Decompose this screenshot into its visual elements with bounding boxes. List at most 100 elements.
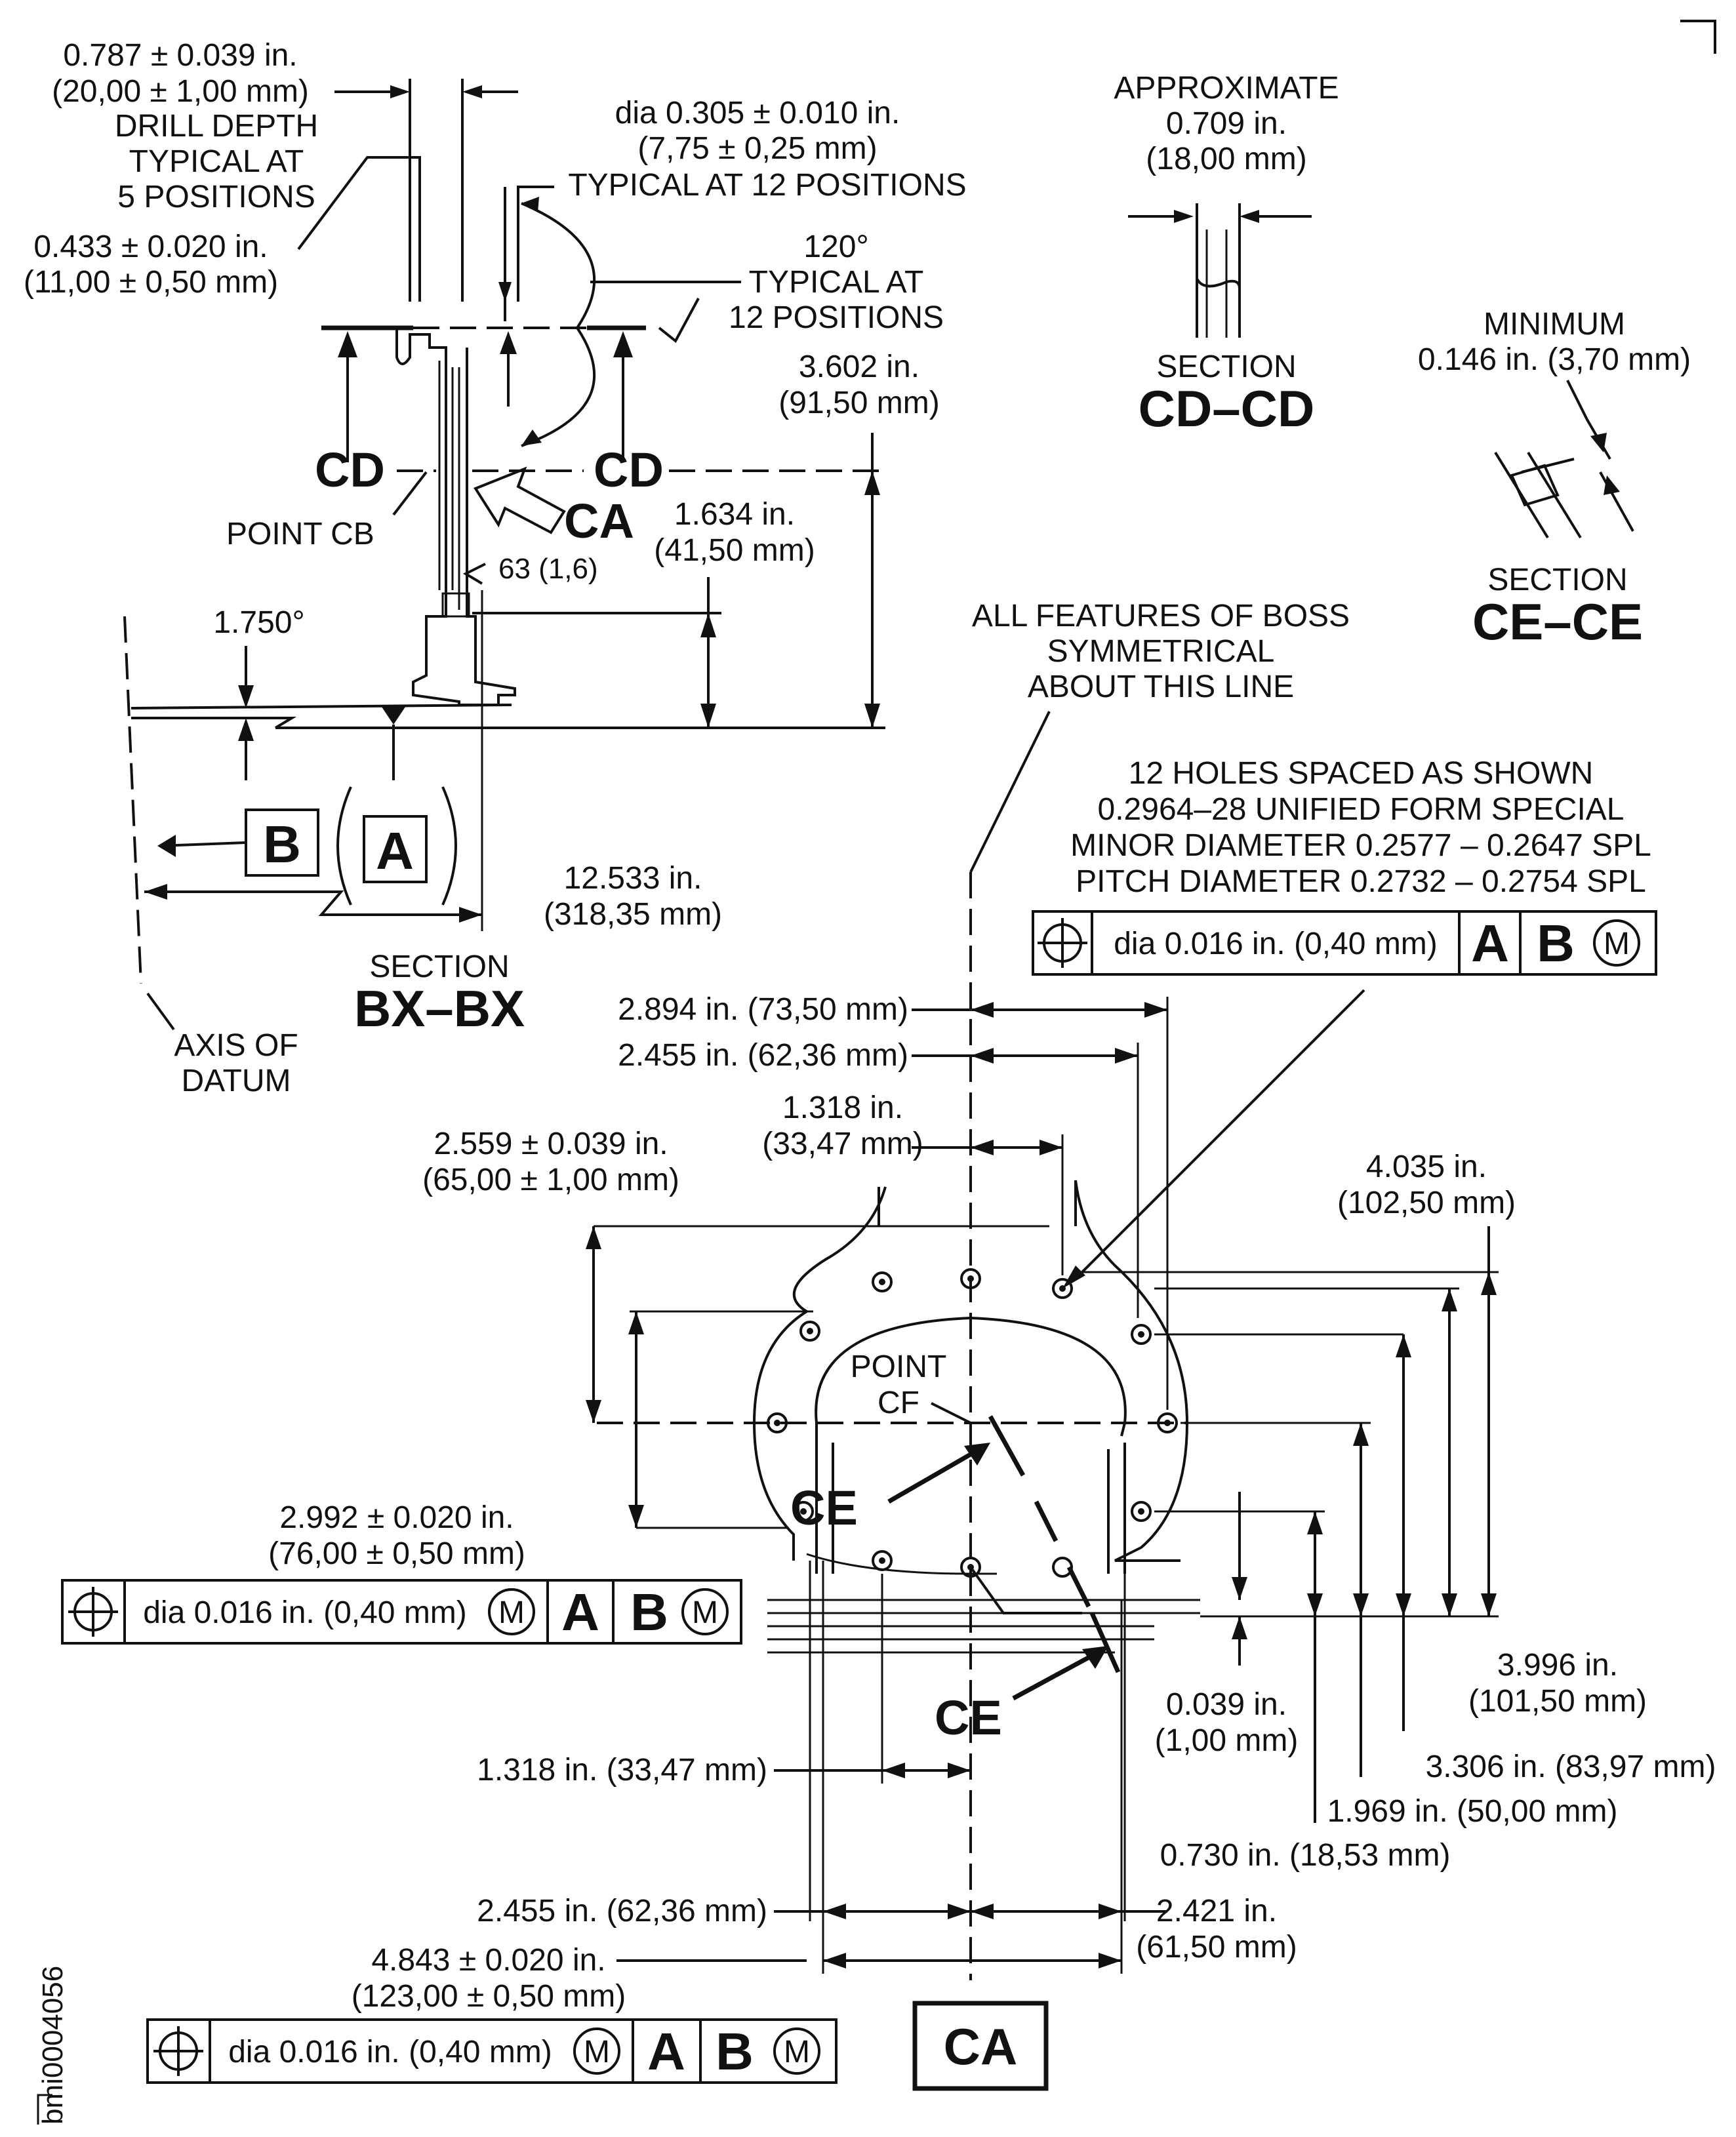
- arrowhead: [823, 1904, 846, 1919]
- ca-arrow-label: CA: [564, 494, 634, 548]
- ce-upper-label: CE: [790, 1481, 858, 1535]
- part-profile: [395, 328, 516, 706]
- modifier-circle: [1593, 919, 1640, 967]
- section-cd-line2: 0.709 in.: [1166, 106, 1287, 141]
- section-cd-hole: [1196, 277, 1241, 289]
- holes-note-line2: 0.2964–28 UNIFIED FORM SPECIAL: [1098, 792, 1625, 827]
- section-ce-line2: 0.146 in. (3,70 mm): [1418, 342, 1691, 377]
- dim-2559-line1: 2.559 ± 0.039 in.: [434, 1127, 668, 1161]
- point-cb-leader: [392, 471, 428, 516]
- paren-right: [441, 786, 457, 906]
- point-cf-line2: CF: [878, 1386, 919, 1420]
- arrowhead: [1040, 1140, 1062, 1155]
- fcf-top-dividers: [1091, 911, 1522, 974]
- arrowhead: [1307, 1511, 1323, 1534]
- arrowhead: [338, 331, 357, 357]
- view-ca: CE CE POINT CF 2.894 in. (73,50 mm) 2.45…: [61, 872, 1716, 2091]
- arrowhead: [628, 1311, 644, 1334]
- drill-depth-line2: (20,00 ± 1,00 mm): [52, 74, 309, 109]
- boss-ticks: [878, 1180, 1077, 1226]
- hole: [872, 1271, 893, 1292]
- dim-0039-line1: 0.039 in.: [1166, 1687, 1287, 1722]
- arrowhead: [1481, 1272, 1497, 1295]
- drill-depth-line4: TYPICAL AT: [129, 144, 304, 179]
- dim-3602-line1: 3.602 in.: [799, 350, 919, 384]
- arrowhead: [882, 1763, 905, 1778]
- boss-outline-left: [752, 1186, 887, 1561]
- part-bore-lines: [438, 361, 460, 610]
- datum-axis-leader: [146, 992, 175, 1031]
- fcf-bottom-frame: [146, 2018, 838, 2084]
- drill-depth-line1: 0.787 ± 0.039 in.: [63, 38, 297, 73]
- dim-2421-line2: (61,50 mm): [1136, 1930, 1297, 1965]
- dim-2992-line1: 2.992 ± 0.020 in.: [279, 1500, 514, 1535]
- arrowhead: [971, 1048, 994, 1064]
- arrowhead: [1590, 433, 1607, 452]
- modifier-circle: [773, 2027, 820, 2075]
- section-cd-walls: [1196, 203, 1241, 338]
- fcf-bottom-dividers: [209, 2020, 702, 2083]
- modifier-circle: [573, 2027, 620, 2075]
- arrowhead: [971, 1002, 994, 1018]
- arrowhead: [864, 704, 880, 728]
- holes-note-line1: 12 HOLES SPACED AS SHOWN: [1129, 756, 1594, 791]
- arrowhead: [390, 85, 410, 98]
- arrowhead: [1062, 1266, 1085, 1288]
- dim-1634-line1: 1.634 in.: [674, 497, 795, 532]
- ca-view-arrow: [474, 466, 566, 534]
- hole-leader: [969, 1566, 1082, 1614]
- arrowhead: [498, 282, 512, 302]
- hole: [1052, 1278, 1073, 1299]
- hole: [767, 1412, 788, 1433]
- ce-cut-line: [988, 1415, 1121, 1673]
- arrowhead: [964, 1443, 990, 1466]
- dim-2421-line1: 2.421 in.: [1156, 1894, 1277, 1928]
- fcf-left-tolerance: dia 0.016 in. (0,40 mm): [143, 1595, 467, 1630]
- datum-a: A: [376, 822, 414, 880]
- fcf-bottom-datum2: B: [716, 2022, 754, 2081]
- hole-centre: [1138, 1331, 1144, 1338]
- view-label: CA: [944, 2018, 1018, 2075]
- angle-leader: [590, 281, 741, 344]
- drill-depth-extension: [409, 79, 518, 302]
- figure-id: bmi0004056: [37, 1966, 69, 2125]
- arrowhead: [971, 1904, 994, 1919]
- arrowhead: [1099, 1904, 1121, 1919]
- dim-ce-line: [1566, 380, 1634, 532]
- fcf-bottom-datum1: A: [647, 2022, 685, 2081]
- dim-12533-line2: (318,35 mm): [544, 897, 722, 932]
- fcf-top-datum1: A: [1471, 914, 1509, 972]
- hole: [793, 1501, 814, 1522]
- hole-centre: [879, 1557, 885, 1564]
- fcf-bottom-modifier1: M: [584, 2035, 610, 2069]
- arrowhead: [1604, 475, 1620, 495]
- hole-centre: [807, 1328, 813, 1334]
- fcf-left-modifier2: M: [692, 1595, 718, 1630]
- fcf-left-datum2: B: [630, 1583, 668, 1641]
- hole: [960, 1268, 981, 1289]
- fcf-top-modifier: M: [1604, 927, 1630, 961]
- arrowhead: [1099, 1953, 1121, 1968]
- arrowhead: [700, 613, 716, 637]
- base-line-upper: [131, 704, 512, 709]
- dim-12533-line: [144, 890, 482, 916]
- hole: [1131, 1324, 1152, 1345]
- arrowhead: [971, 1140, 994, 1155]
- dim-0433-line2: (11,00 ± 0,50 mm): [24, 265, 278, 300]
- surface-finish-symbol: [462, 563, 486, 585]
- dim-2455-top: 2.455 in. (62,36 mm): [618, 1038, 908, 1073]
- datum-a-triangle: [380, 705, 407, 725]
- fcf-left-modifier1: M: [498, 1595, 525, 1630]
- section-cd-word: SECTION: [1156, 350, 1296, 384]
- datum-b-box: [245, 809, 319, 877]
- cd-left-label: CD: [315, 443, 385, 497]
- hole: [1157, 1412, 1178, 1433]
- boss-note-line1: ALL FEATURES OF BOSS: [972, 599, 1350, 633]
- dim-1318-top-line2: (33,47 mm): [762, 1127, 923, 1161]
- fcf-top-leader: [1074, 989, 1365, 1280]
- section-cd-line1: APPROXIMATE: [1114, 71, 1339, 106]
- arrowhead: [1442, 1288, 1457, 1311]
- fcf-top-tolerance: dia 0.016 in. (0,40 mm): [1114, 927, 1438, 961]
- opening-walls: [815, 1423, 1126, 1574]
